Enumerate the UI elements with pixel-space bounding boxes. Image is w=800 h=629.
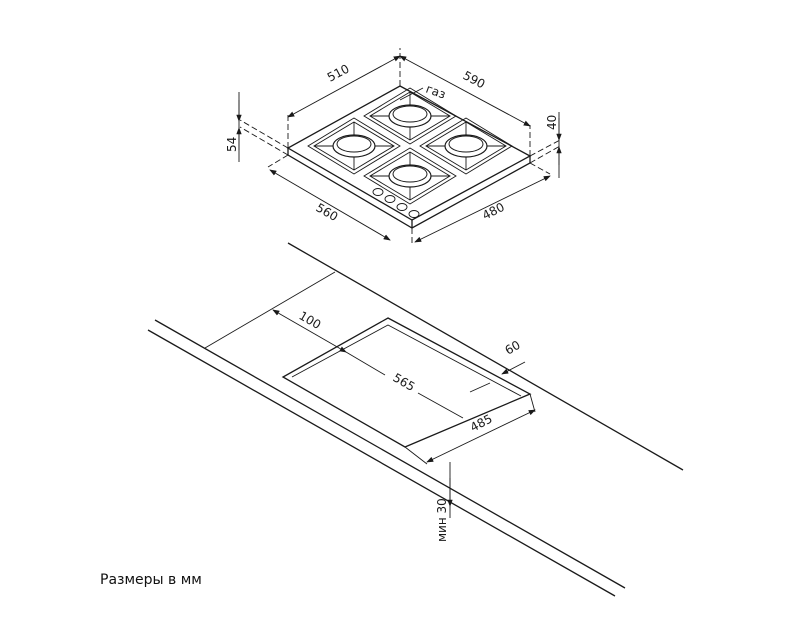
countertop-front-edge-lower [147,329,616,597]
grate-outer [419,117,513,175]
knob [384,195,396,203]
knob [372,188,384,196]
dimension-line-560 [269,169,391,241]
dim-565: 565 [391,370,418,394]
burner [307,117,401,175]
dimension-line-100 [272,309,347,353]
dim-510: 510 [325,62,352,85]
burner [419,117,513,175]
knob [396,203,408,211]
countertop [147,242,684,597]
burner-cap [448,135,484,153]
dim-54: 54 [225,137,239,152]
dim-590: 590 [461,68,488,91]
countertop-front-edge [154,319,626,589]
countertop-back-edge [287,242,684,471]
cutout-dimensions: 100 565 485 60 мин 30 [272,308,536,542]
caption: Размеры в мм [100,572,202,588]
dimension-line-480 [414,175,551,243]
cutout-inner [291,324,522,397]
dimension-line-60 [501,361,526,375]
grate-outer [363,147,457,205]
gas-label: газ [424,82,448,102]
dimension-line-485 [426,409,536,463]
dim-560: 560 [314,200,341,224]
dim-40: 40 [545,115,559,130]
dim-60: 60 [503,338,523,358]
dim-min30: мин 30 [435,498,449,542]
countertop-side-line [204,271,336,349]
dim-480: 480 [480,200,507,223]
burner-cap [392,165,428,183]
burner-cap [392,105,428,123]
dimension-line-590 [399,55,531,127]
dimension-line-510 [287,55,401,118]
knob [408,210,420,218]
dim-100: 100 [297,308,324,332]
burner-cap [336,135,372,153]
